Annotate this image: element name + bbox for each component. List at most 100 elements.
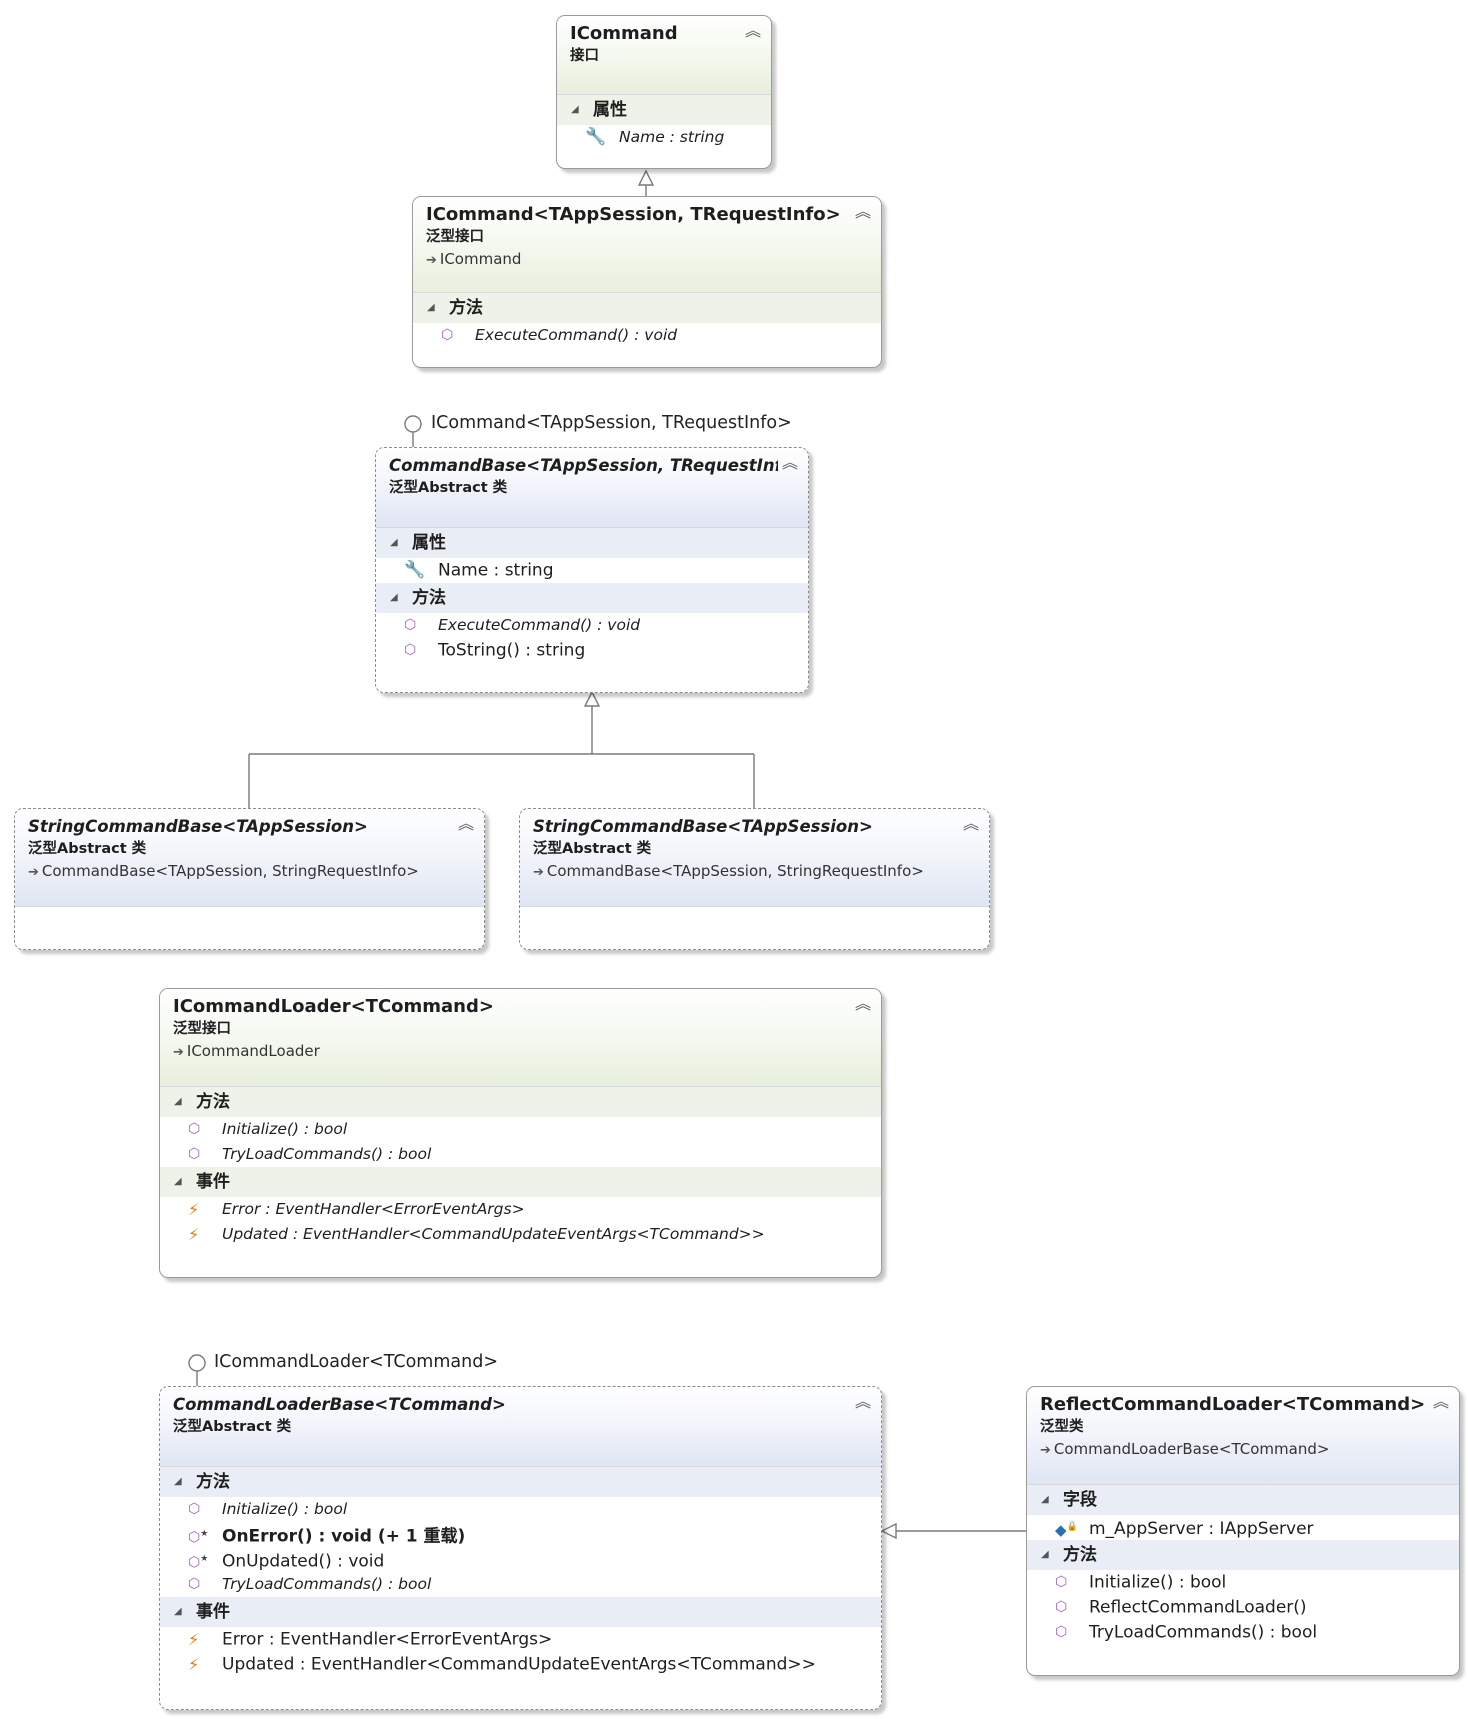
cube-icon: ⬡ [188, 1146, 201, 1162]
inherits-name: ICommand [439, 250, 522, 268]
inherits-name: CommandBase<TAppSession, StringRequestIn… [41, 862, 419, 880]
expander-triangle-icon[interactable]: ◢ [1041, 1494, 1049, 1505]
field-lock-icon: ◆🔒 [1055, 1521, 1078, 1539]
expander-triangle-icon[interactable]: ◢ [571, 104, 579, 115]
section-properties[interactable]: ◢属性 [557, 95, 771, 125]
member-label: OnError() : void (+ 1 重载) [222, 1526, 466, 1547]
collapse-icon[interactable]: ︽ [744, 21, 761, 40]
cube-icon: ⬡ [404, 642, 417, 658]
member-label: ExecuteCommand() : void [475, 326, 678, 344]
commandloaderbase-abstract-class-box[interactable]: CommandLoaderBase<TCommand> 泛型Abstract 类… [159, 1386, 882, 1710]
member-method[interactable]: ⬡Initialize() : bool [1027, 1570, 1459, 1595]
member-method[interactable]: ⬡Initialize() : bool [160, 1117, 881, 1142]
section-label: 事件 [196, 1172, 230, 1192]
section-methods[interactable]: ◢ 方法 [413, 293, 881, 323]
inherit-arrow-icon: ➔ [28, 865, 39, 880]
stringcommandbase-left-header: StringCommandBase<TAppSession> 泛型Abstrac… [15, 809, 484, 907]
member-method[interactable]: ⬡ToString() : string [376, 638, 808, 663]
section-methods[interactable]: ◢ 方法 [376, 583, 808, 613]
member-label: Initialize() : bool [222, 1120, 348, 1138]
stereotype-label: 泛型Abstract 类 [28, 841, 147, 857]
section-methods[interactable]: ◢方法 [160, 1467, 881, 1497]
member-method[interactable]: ⬡★OnUpdated() : void [160, 1547, 881, 1572]
member-method[interactable]: ⬡ExecuteCommand() : void [376, 613, 808, 638]
section-fields[interactable]: ◢字段 [1027, 1485, 1459, 1515]
stringcommandbase-right-header: StringCommandBase<TAppSession> 泛型Abstrac… [520, 809, 989, 907]
section-label: 事件 [196, 1602, 230, 1622]
icommand-generic-interface-box[interactable]: ICommand<TAppSession, TRequestInfo> 泛型接口… [412, 196, 882, 368]
member-label: Initialize() : bool [1089, 1572, 1227, 1593]
stereotype-label: 泛型Abstract 类 [389, 480, 508, 496]
member-method[interactable]: ⬡Initialize() : bool [160, 1497, 881, 1522]
member-label: TryLoadCommands() : bool [222, 1145, 432, 1163]
member-label: Name : string [619, 128, 725, 146]
member-label: TryLoadCommands() : bool [222, 1575, 432, 1593]
section-label: 方法 [196, 1092, 230, 1112]
expander-triangle-icon[interactable]: ◢ [174, 1606, 182, 1617]
lollipop-circle-commandloaderbase [188, 1354, 206, 1372]
collapse-icon[interactable]: ︽ [854, 994, 871, 1013]
collapse-icon[interactable]: ︽ [781, 453, 798, 472]
section-methods[interactable]: ◢ 方法 [160, 1087, 881, 1117]
class-title: StringCommandBase<TAppSession> [28, 817, 368, 836]
expander-triangle-icon[interactable]: ◢ [1041, 1549, 1049, 1560]
member-property[interactable]: 🔧Name : string [376, 558, 808, 583]
stereotype-label: 泛型Abstract 类 [173, 1419, 292, 1435]
expander-triangle-icon[interactable]: ◢ [174, 1096, 182, 1107]
member-method[interactable]: ⬡ TryLoadCommands() : bool [160, 1572, 881, 1597]
section-label: 方法 [1063, 1545, 1097, 1565]
inherits-label: ➔CommandBase<TAppSession, StringRequestI… [533, 860, 959, 884]
member-event[interactable]: ⚡Error : EventHandler<ErrorEventArgs> [160, 1627, 881, 1652]
member-event[interactable]: ⚡Updated : EventHandler<CommandUpdateEve… [160, 1652, 881, 1677]
lightning-icon: ⚡ [188, 1225, 200, 1244]
section-properties[interactable]: ◢属性 [376, 528, 808, 558]
member-method[interactable]: ⬡TryLoadCommands() : bool [1027, 1620, 1459, 1645]
protected-cube-icon: ⬡★ [188, 1554, 209, 1571]
cube-icon: ⬡ [188, 1501, 201, 1517]
stringcommandbase-right-box[interactable]: StringCommandBase<TAppSession> 泛型Abstrac… [519, 808, 990, 950]
stereotype-label: 泛型类 [1040, 1419, 1084, 1435]
expander-triangle-icon[interactable]: ◢ [390, 537, 398, 548]
collapse-icon[interactable]: ︽ [1432, 1392, 1449, 1411]
stringcommandbase-left-box[interactable]: StringCommandBase<TAppSession> 泛型Abstrac… [14, 808, 485, 950]
lollipop-label-commandbase: ICommand<TAppSession, TRequestInfo> [431, 413, 792, 433]
section-events[interactable]: ◢ 事件 [160, 1597, 881, 1627]
cube-icon: ⬡ [1055, 1599, 1068, 1615]
section-label: 方法 [449, 298, 483, 318]
section-label: 方法 [412, 588, 446, 608]
member-event[interactable]: ⚡Updated : EventHandler<CommandUpdateEve… [160, 1222, 881, 1247]
member-label: Error : EventHandler<ErrorEventArgs> [222, 1200, 525, 1218]
reflectcommandloader-class-box[interactable]: ReflectCommandLoader<TCommand> 泛型类 ➔Comm… [1026, 1386, 1460, 1676]
member-field[interactable]: ◆🔒m_AppServer : IAppServer [1027, 1515, 1459, 1540]
member-method[interactable]: ⬡★ OnError() : void (+ 1 重载) [160, 1522, 881, 1547]
member-method[interactable]: ⬡ ExecuteCommand() : void [413, 323, 881, 348]
member-label: ExecuteCommand() : void [438, 616, 641, 634]
protected-cube-icon: ⬡★ [188, 1529, 209, 1546]
icommand-interface-box[interactable]: ICommand 接口 ︽ ◢属性 🔧Name : string [556, 15, 772, 169]
class-title: ReflectCommandLoader<TCommand> [1040, 1394, 1426, 1415]
cube-icon: ⬡ [441, 327, 454, 343]
commandbase-abstract-class-box[interactable]: CommandBase<TAppSession, TRequestInf... … [375, 447, 809, 693]
member-method[interactable]: ⬡ TryLoadCommands() : bool [160, 1142, 881, 1167]
collapse-icon[interactable]: ︽ [457, 814, 474, 833]
member-event[interactable]: ⚡ Error : EventHandler<ErrorEventArgs> [160, 1197, 881, 1222]
collapse-icon[interactable]: ︽ [854, 1392, 871, 1411]
icommandloader-interface-box[interactable]: ICommandLoader<TCommand> 泛型接口 ➔ICommandL… [159, 988, 882, 1278]
stereotype-label: 接口 [570, 48, 599, 64]
expander-triangle-icon[interactable]: ◢ [390, 592, 398, 603]
collapse-icon[interactable]: ︽ [962, 814, 979, 833]
member-label: ReflectCommandLoader() [1089, 1597, 1307, 1618]
collapse-icon[interactable]: ︽ [854, 202, 871, 221]
cube-icon: ⬡ [188, 1576, 201, 1592]
inherits-label: ➔CommandBase<TAppSession, StringRequestI… [28, 860, 454, 884]
inherits-label: ➔ICommandLoader [173, 1040, 851, 1064]
section-events[interactable]: ◢ 事件 [160, 1167, 881, 1197]
expander-triangle-icon[interactable]: ◢ [427, 302, 435, 313]
member-property[interactable]: 🔧Name : string [557, 125, 771, 150]
inherit-arrow-icon: ➔ [533, 865, 544, 880]
lightning-icon: ⚡ [188, 1200, 200, 1219]
member-method[interactable]: ⬡ ReflectCommandLoader() [1027, 1595, 1459, 1620]
section-methods[interactable]: ◢ 方法 [1027, 1540, 1459, 1570]
expander-triangle-icon[interactable]: ◢ [174, 1176, 182, 1187]
expander-triangle-icon[interactable]: ◢ [174, 1476, 182, 1487]
